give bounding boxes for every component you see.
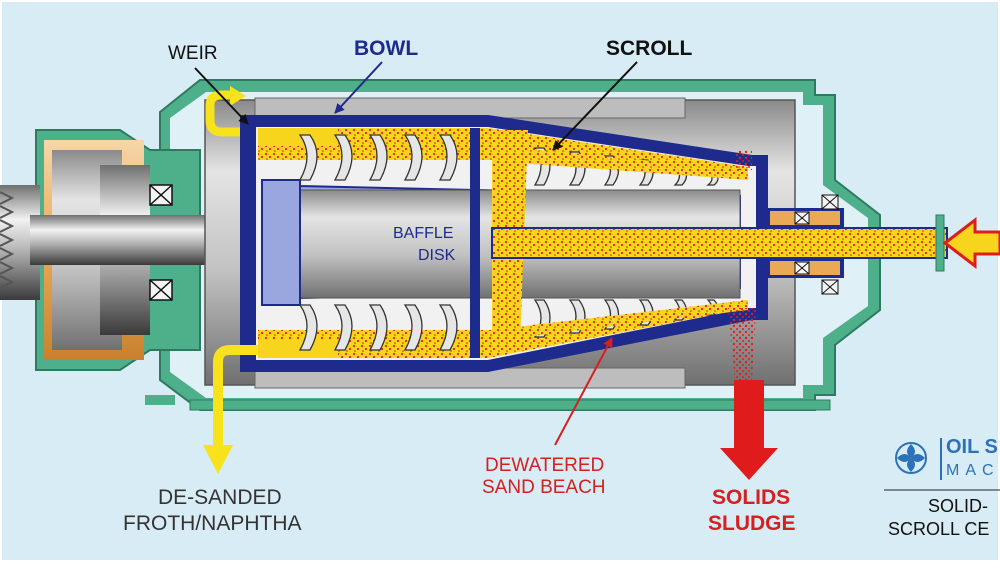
froth-label-line2: FROTH/NAPHTHA bbox=[123, 512, 302, 535]
leader-arrow bbox=[334, 61, 383, 114]
froth-label-line1: DE-SANDED bbox=[158, 486, 282, 509]
leader-arrow bbox=[552, 61, 638, 151]
solids-label-line2: SLUDGE bbox=[708, 512, 796, 535]
baffle-disk bbox=[470, 128, 480, 358]
baffle-label-line2: DISK bbox=[418, 247, 456, 264]
solids-label-line1: SOLIDS bbox=[712, 486, 791, 509]
leader-arrows bbox=[194, 61, 638, 446]
leader-arrow bbox=[554, 337, 613, 446]
weir-label: WEIR bbox=[168, 43, 218, 64]
flow-arrow-feed bbox=[942, 216, 1000, 270]
right-bearing bbox=[762, 194, 844, 295]
logo-caption-line2: SCROLL CE bbox=[888, 519, 990, 539]
solids-discharge bbox=[728, 150, 756, 380]
flow-arrow-froth bbox=[203, 345, 258, 474]
logo-caption-line1: SOLID- bbox=[928, 496, 989, 516]
leader-arrow bbox=[194, 67, 249, 125]
feed-tube bbox=[491, 214, 948, 272]
logo-text-line2: MAC bbox=[946, 462, 1000, 479]
bowl-label: BOWL bbox=[354, 37, 419, 60]
froth-overflow-arrow bbox=[205, 86, 246, 137]
scroll-label: SCROLL bbox=[606, 37, 693, 60]
logo-text-line1: OIL S bbox=[946, 436, 998, 458]
beach-label-line1: DEWATERED bbox=[485, 455, 605, 476]
drive-pulley bbox=[0, 185, 40, 300]
logo-pinwheel-icon bbox=[895, 438, 942, 480]
flow-arrow-solids bbox=[720, 380, 778, 480]
beach-label-line2: SAND BEACH bbox=[482, 477, 606, 498]
baffle-label-line1: BAFFLE bbox=[393, 225, 454, 242]
